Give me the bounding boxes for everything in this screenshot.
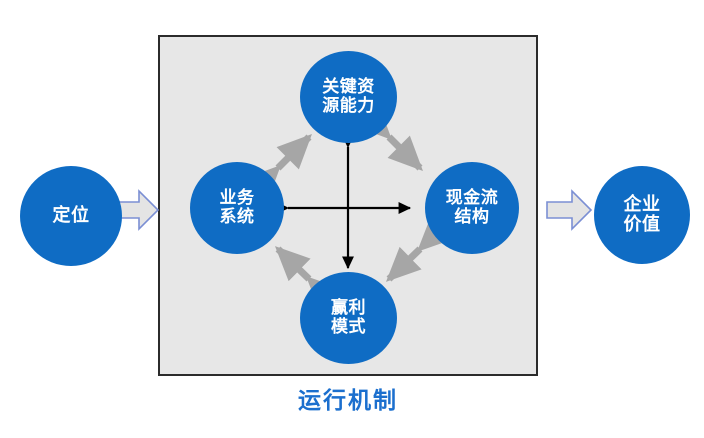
node-business-system[interactable]: 业务 系统 [190,162,284,254]
node-enterprise-value[interactable]: 企业 价值 [594,166,690,264]
node-profit-model-label-line-2: 模式 [331,317,366,337]
node-profit-model[interactable]: 赢利 模式 [300,272,397,364]
node-cash-flow-structure[interactable]: 现金流 结构 [425,162,519,254]
node-cash-flow-label-line-2: 结构 [454,207,490,227]
node-key-resource-label-line-1: 关键资 [322,76,375,97]
node-key-resource-label-line-2: 源能力 [322,96,375,116]
node-profit-model-label-line-1: 赢利 [331,297,366,318]
mechanism-caption: 运行机制 [298,388,398,414]
right-chevron-arrow-output [546,189,593,231]
node-positioning-label-line-1: 定位 [52,204,90,226]
node-key-resource-capability[interactable]: 关键资 源能力 [300,51,397,143]
node-positioning[interactable]: 定位 [20,166,122,266]
node-business-system-label-line-1: 业务 [219,187,255,208]
node-enterprise-value-label-line-1: 企业 [623,193,661,215]
node-business-system-label-line-2: 系统 [219,207,255,227]
node-cash-flow-label-line-1: 现金流 [445,187,499,208]
node-enterprise-value-label-line-2: 价值 [623,214,661,235]
